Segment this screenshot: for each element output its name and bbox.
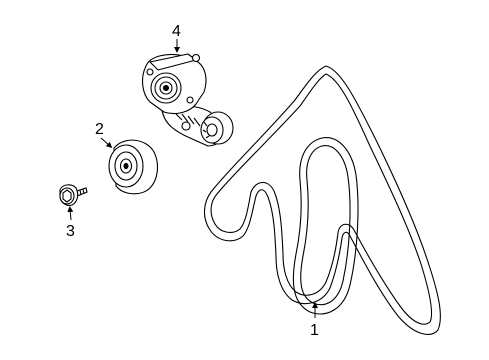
callout-number-1: 1 bbox=[310, 322, 319, 339]
serpentine-belt bbox=[203, 65, 441, 335]
idler-pulley-bore bbox=[123, 162, 129, 170]
bracket-boss bbox=[191, 53, 201, 63]
tensioner-lower-pulley-hub bbox=[206, 123, 218, 137]
pulley-bolt bbox=[59, 184, 88, 206]
leader-line-3 bbox=[67, 206, 74, 221]
callout-leaders bbox=[67, 39, 318, 318]
bolt-head-hex bbox=[62, 189, 72, 203]
callout-number-4: 4 bbox=[172, 23, 181, 40]
tensioner-lower-pulley-ribs bbox=[202, 121, 210, 139]
callout-number-3: 3 bbox=[66, 223, 75, 240]
leader-line-2 bbox=[100, 137, 113, 148]
tensioner-pulley-bolt bbox=[162, 84, 170, 92]
idler-pulley bbox=[108, 139, 159, 195]
belt-inner-edge bbox=[210, 73, 433, 325]
tensioner-spring bbox=[175, 113, 201, 127]
callout-number-2: 2 bbox=[95, 121, 104, 138]
tensioner-pivot bbox=[181, 121, 191, 131]
bracket-boss bbox=[146, 68, 154, 76]
bracket-boss bbox=[186, 96, 194, 104]
belt-tensioner bbox=[141, 53, 234, 147]
belt-outer-edge bbox=[203, 65, 441, 335]
belt-inner-loop-outer bbox=[292, 137, 359, 315]
